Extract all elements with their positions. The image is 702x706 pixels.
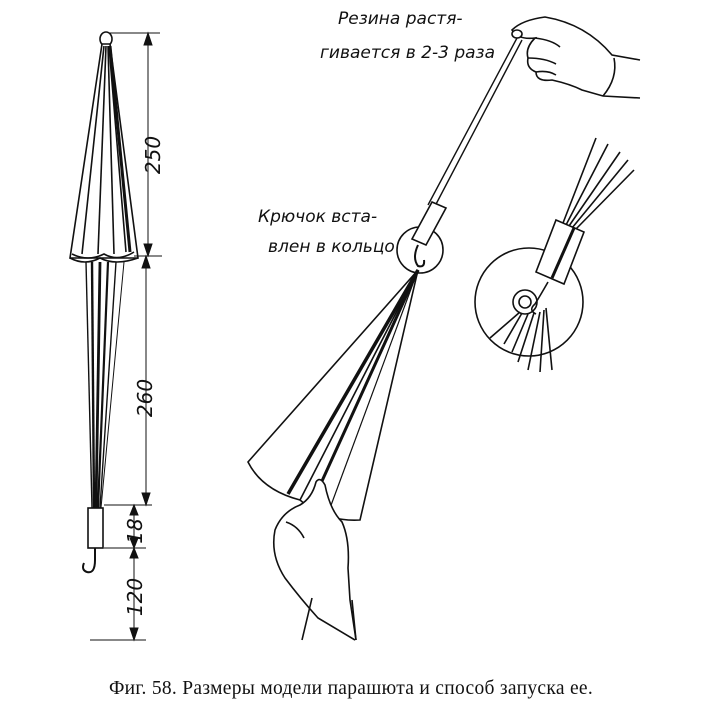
dim-260: 260 xyxy=(133,379,157,417)
dim-18: 18 xyxy=(123,518,147,543)
hook-note-line2: влен в кольцо xyxy=(268,237,395,257)
rubber-note-line1: Резина растя- xyxy=(338,9,463,29)
dim-120: 120 xyxy=(123,578,147,616)
launch-weight xyxy=(410,200,448,268)
dim-250: 250 xyxy=(141,136,165,174)
rubber-band xyxy=(427,37,523,209)
launch-canopy xyxy=(247,269,420,521)
folded-parachute xyxy=(69,31,139,574)
upper-hand xyxy=(510,16,641,99)
detail-view xyxy=(474,137,635,373)
rubber-note-line2: гивается в 2-3 раза xyxy=(320,43,495,63)
dimension-lines xyxy=(90,31,162,642)
figure-caption: Фиг. 58. Размеры модели парашюта и спосо… xyxy=(108,678,594,699)
hook-note-line1: Крючок вста- xyxy=(258,207,377,227)
lower-hand xyxy=(272,478,357,641)
